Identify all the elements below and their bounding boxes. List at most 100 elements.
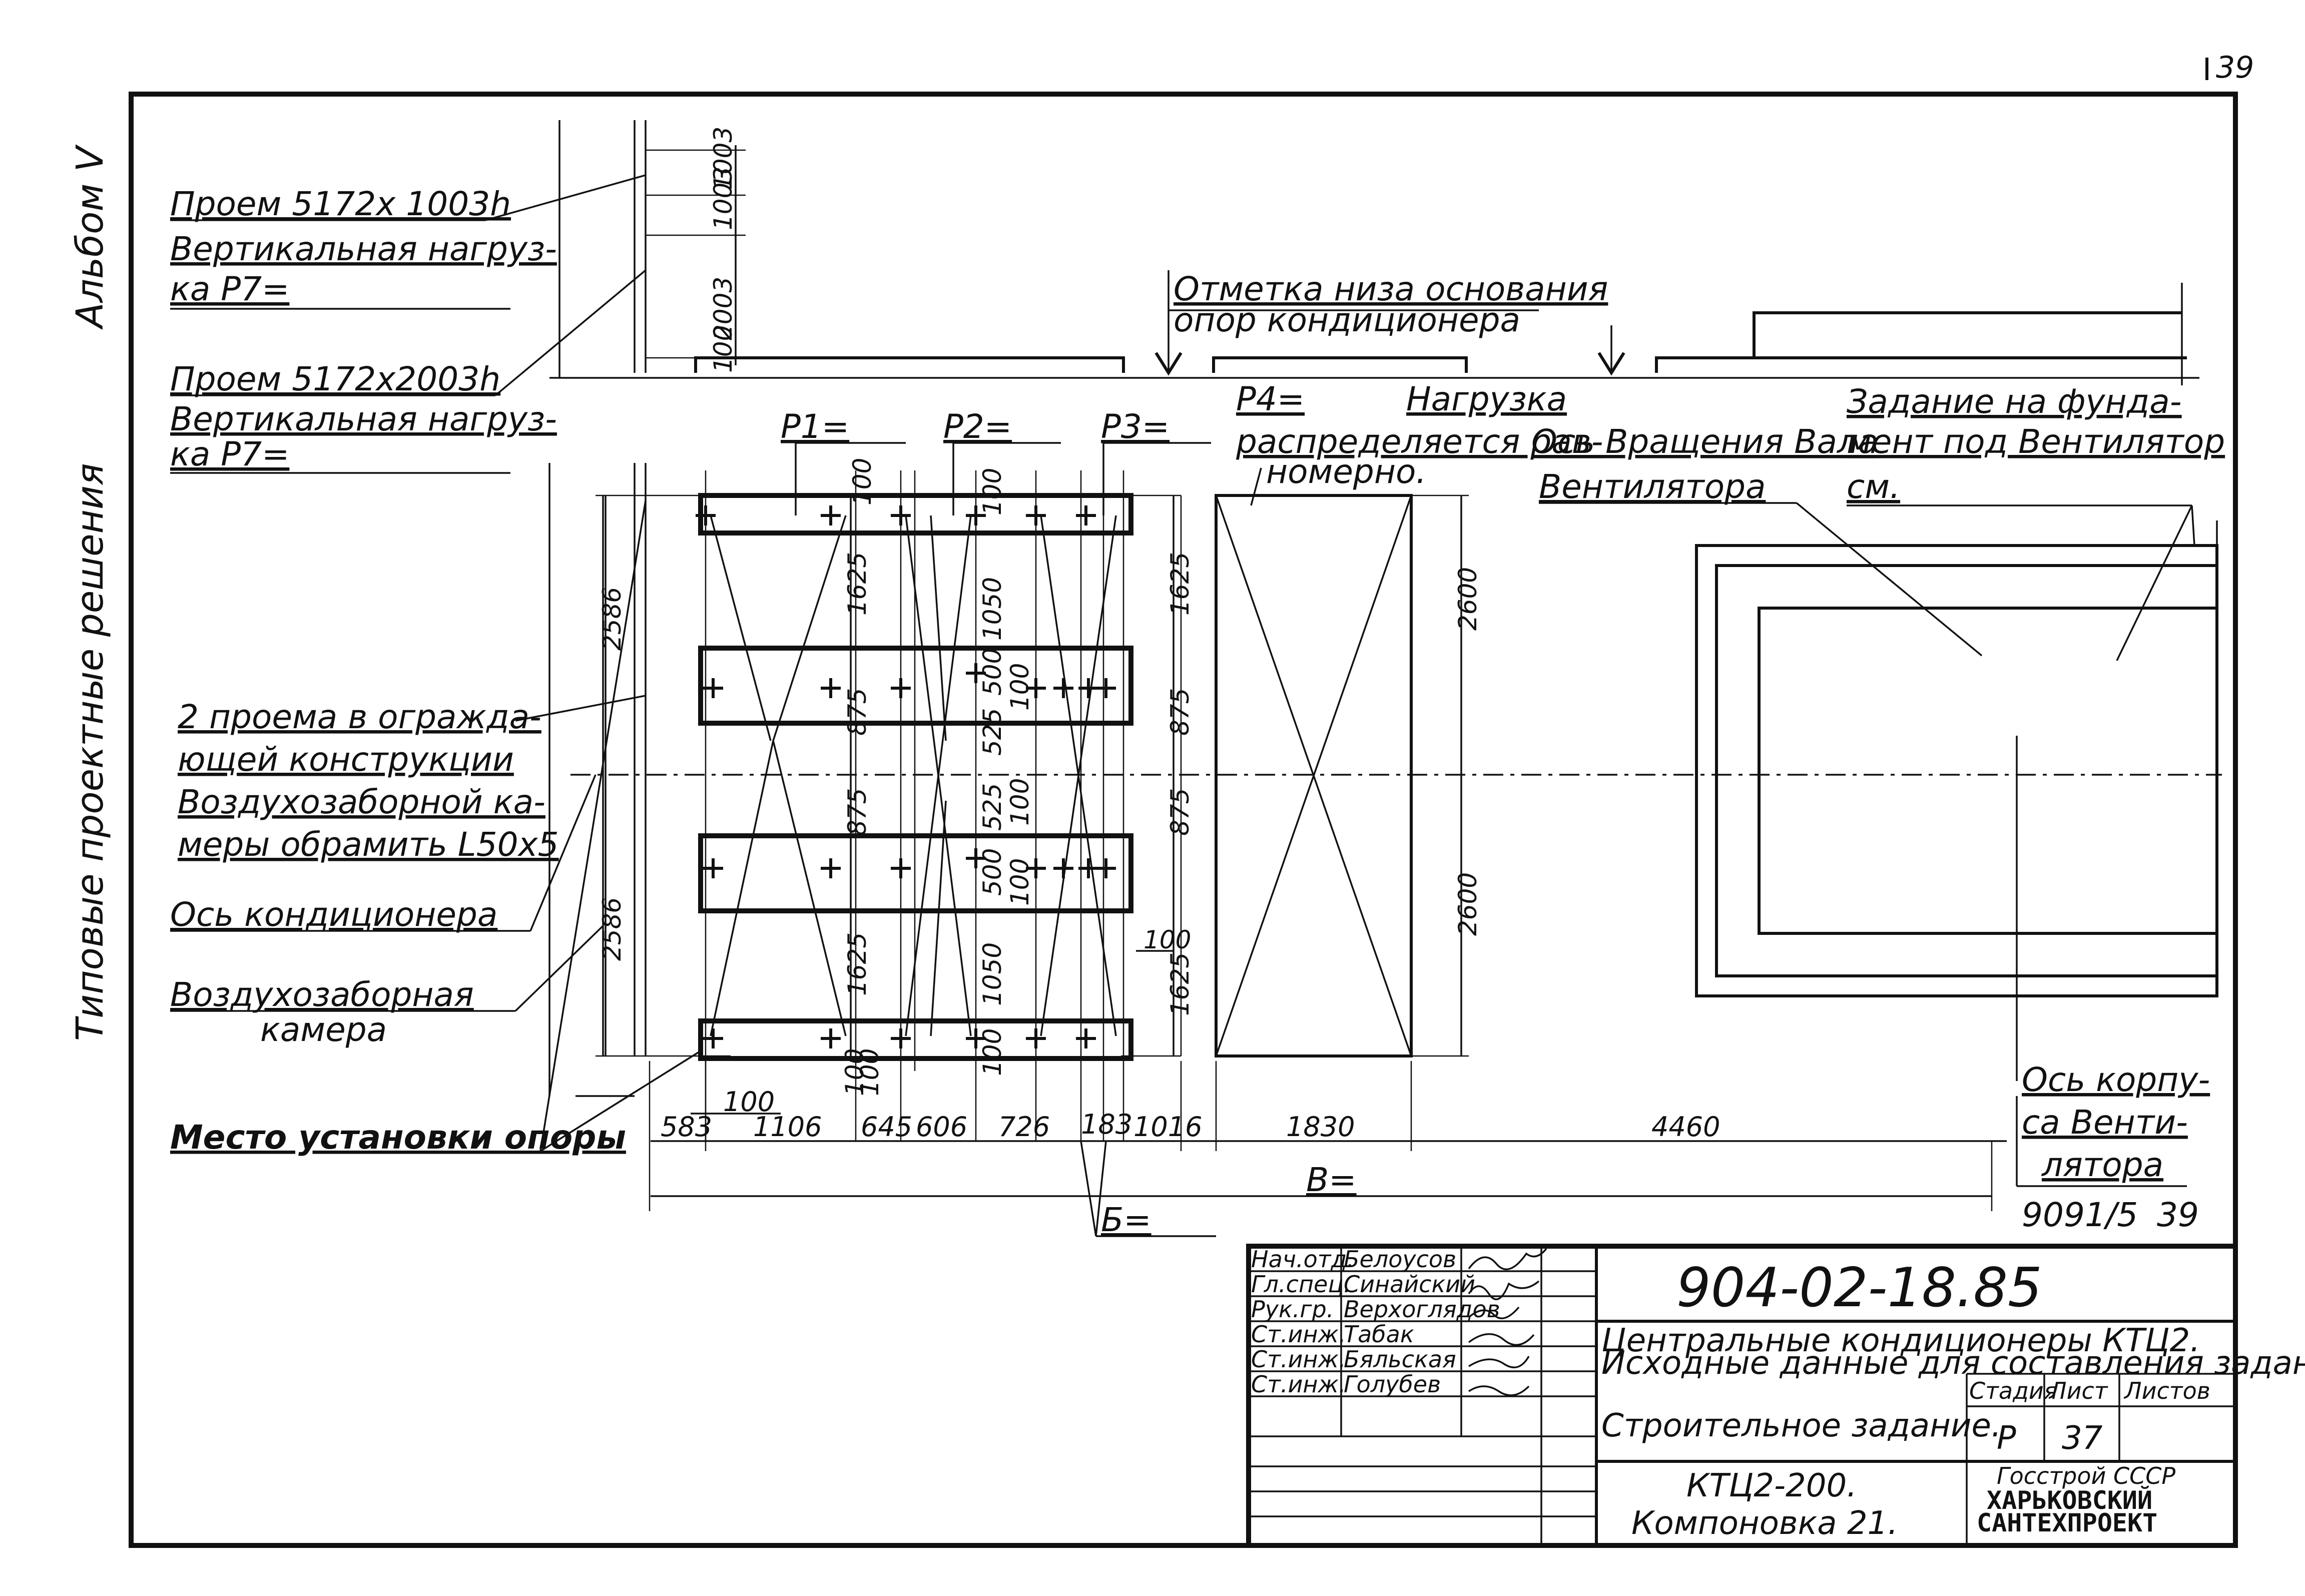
label-b-small: Б= <box>1101 1201 1151 1239</box>
dim-offset-100: 100 <box>723 1086 775 1118</box>
dim-bay-875-top: 875 <box>843 688 872 736</box>
task-line2: мент под Вентилятор <box>1847 422 2225 461</box>
dim-right-875-bottom: 875 <box>1166 788 1195 836</box>
body-axis-line2: са Венти- <box>2022 1103 2188 1142</box>
dim-inner-1050-top: 1050 <box>978 577 1007 641</box>
dim-bay-1625-bottom: 1625 <box>843 932 872 996</box>
tb-role-6: Ст.инж. <box>1251 1371 1346 1398</box>
load-text-line2: распределяется рав- <box>1236 422 1603 461</box>
dim-left-2586-top: 2586 <box>598 587 627 651</box>
dim-right-1625-top: 1625 <box>1166 552 1195 616</box>
openings-line3: Воздухозаборной ка- <box>178 783 545 821</box>
dim-bay-1625-top: 1625 <box>843 552 872 616</box>
tb-col-sheets: Листов <box>2123 1377 2210 1404</box>
dim-inner-100-e: 100 <box>1005 858 1034 906</box>
dim-top-2003: 2003 <box>709 277 738 340</box>
body-axis-line1: Ось корпу- <box>2022 1060 2210 1099</box>
tb-name-3: Верхоглядов <box>1344 1296 1500 1323</box>
page-number: 39 <box>2216 50 2254 85</box>
intake-line2: камера <box>260 1010 387 1049</box>
tb-name-4: Табак <box>1344 1321 1414 1348</box>
dim-left-2586-bottom: 2586 <box>598 897 627 961</box>
dim-small-100-a: 100 <box>840 1048 869 1096</box>
dim-2600-top: 2600 <box>1453 567 1482 631</box>
dim-726: 726 <box>998 1111 1050 1143</box>
tb-col-sheet: Лист <box>2048 1377 2108 1404</box>
opening2-load-line1: Вертикальная нагруз- <box>170 400 557 438</box>
archive-code: 9091/5 <box>2022 1196 2138 1234</box>
dim-bay-875-bottom: 875 <box>843 788 872 836</box>
dim-1830: 1830 <box>1286 1111 1355 1143</box>
tb-col-stage: Стадия <box>1969 1377 2057 1404</box>
dim-606: 606 <box>916 1111 967 1143</box>
dim-top-1003a: 1003 <box>709 127 738 190</box>
dim-right-875-top: 875 <box>1166 688 1195 736</box>
dim-inner-100-d: 100 <box>1005 778 1034 826</box>
elevation-view: 1003 1003 2003 100 <box>549 120 2199 385</box>
load-text-line3: номерно. <box>1266 452 1426 491</box>
load-p2: P2= <box>943 407 1012 446</box>
tb-name-5: Бяльская <box>1344 1346 1456 1373</box>
opening1-load-line1: Вертикальная нагруз- <box>170 230 557 268</box>
dim-inner-1050-bottom: 1050 <box>978 942 1007 1006</box>
tb-org-line1: Госстрой СССР <box>1997 1462 2175 1489</box>
tb-sheet-no: 37 <box>2062 1420 2103 1457</box>
tb-role-4: Ст.инж. <box>1251 1321 1346 1348</box>
plan-view: 2586 2586 1625 875 875 1625 100 1050 100… <box>548 458 2222 1141</box>
dim-183: 183 <box>1081 1109 1132 1140</box>
dim-645: 645 <box>861 1111 912 1143</box>
tb-name-2: Синайский <box>1344 1271 1475 1298</box>
openings-line4: меры обрамить L50х5 <box>178 825 559 864</box>
dim-inner-100-a: 100 <box>848 458 877 505</box>
tb-name-1: Белоусов <box>1344 1246 1456 1273</box>
tb-title-line2: Исходные данные для составления заданий <box>1601 1345 2305 1382</box>
dim-inner-500-bottom: 500 <box>978 848 1007 896</box>
dim-small-100-c: 100 <box>1143 925 1191 954</box>
dim-1106: 1106 <box>753 1111 822 1143</box>
openings-line1: 2 проема в огражда- <box>178 698 541 736</box>
tb-sheet-title: Строительное задание. <box>1601 1407 2001 1444</box>
task-line1: Задание на фунда- <box>1847 382 2182 421</box>
tb-org-line2: ХАРЬКОВСКИЙ <box>1987 1485 2152 1515</box>
dim-inner-525-bottom: 525 <box>978 783 1007 831</box>
tb-model-line2: Компоновка 21. <box>1631 1505 1898 1542</box>
load-p3: P3= <box>1101 407 1170 446</box>
tb-title-line1: Центральные кондиционеры КТЦ2. <box>1601 1322 2200 1359</box>
opening2-title: Проем 5172х2003h <box>170 360 500 398</box>
openings-line2: ющей конструкции <box>178 740 514 779</box>
dim-inner-525-top: 525 <box>978 708 1007 756</box>
dim-inner-100-b: 100 <box>978 468 1007 515</box>
tb-role-1: Нач.отд. <box>1251 1246 1354 1273</box>
side-series-label: Типовые проектные решения <box>69 463 112 1041</box>
dim-inner-100-f: 100 <box>978 1028 1007 1076</box>
doc-code: 904-02-18.85 <box>1676 1257 2042 1319</box>
tb-model-line1: КТЦ2-200. <box>1686 1467 1857 1504</box>
load-p1: P1= <box>781 407 849 446</box>
dim-583: 583 <box>661 1111 712 1143</box>
title-block <box>1246 1244 2238 1548</box>
dim-small-100-b: 100 <box>855 1048 884 1096</box>
load-p4: P4= <box>1236 380 1305 418</box>
sheet-frame <box>129 92 2238 1548</box>
body-axis-line3: лятора <box>2041 1146 2163 1184</box>
signatures <box>1468 1248 1547 1396</box>
opening1-load-line2: ка P7= <box>170 270 289 308</box>
fan-axis-line2: Вентилятора <box>1539 467 1766 506</box>
dim-right-1625-bottom: 1625 <box>1166 952 1195 1016</box>
tb-role-5: Ст.инж. <box>1251 1346 1346 1373</box>
dim-top-100: 100 <box>709 325 738 373</box>
tb-role-3: Рук.гр. <box>1251 1296 1334 1323</box>
opening1-title: Проем 5172х 1003h <box>170 185 511 223</box>
side-album-label: Альбом V <box>69 144 112 330</box>
label-b: B= <box>1306 1161 1357 1199</box>
dim-1016: 1016 <box>1133 1111 1202 1143</box>
dim-inner-100-c: 100 <box>1005 663 1034 711</box>
conditioner-axis: Ось кондиционера <box>170 895 497 934</box>
dim-2600-bottom: 2600 <box>1453 872 1482 936</box>
tb-role-2: Гл.спец. <box>1251 1271 1351 1298</box>
fan-axis-line1: Ось Вращения Вала <box>1531 422 1879 461</box>
dim-4460: 4460 <box>1651 1111 1720 1143</box>
tb-org-line3: САНТЕХПРОЕКТ <box>1977 1508 2157 1537</box>
intake-line1: Воздухозаборная <box>170 975 474 1014</box>
